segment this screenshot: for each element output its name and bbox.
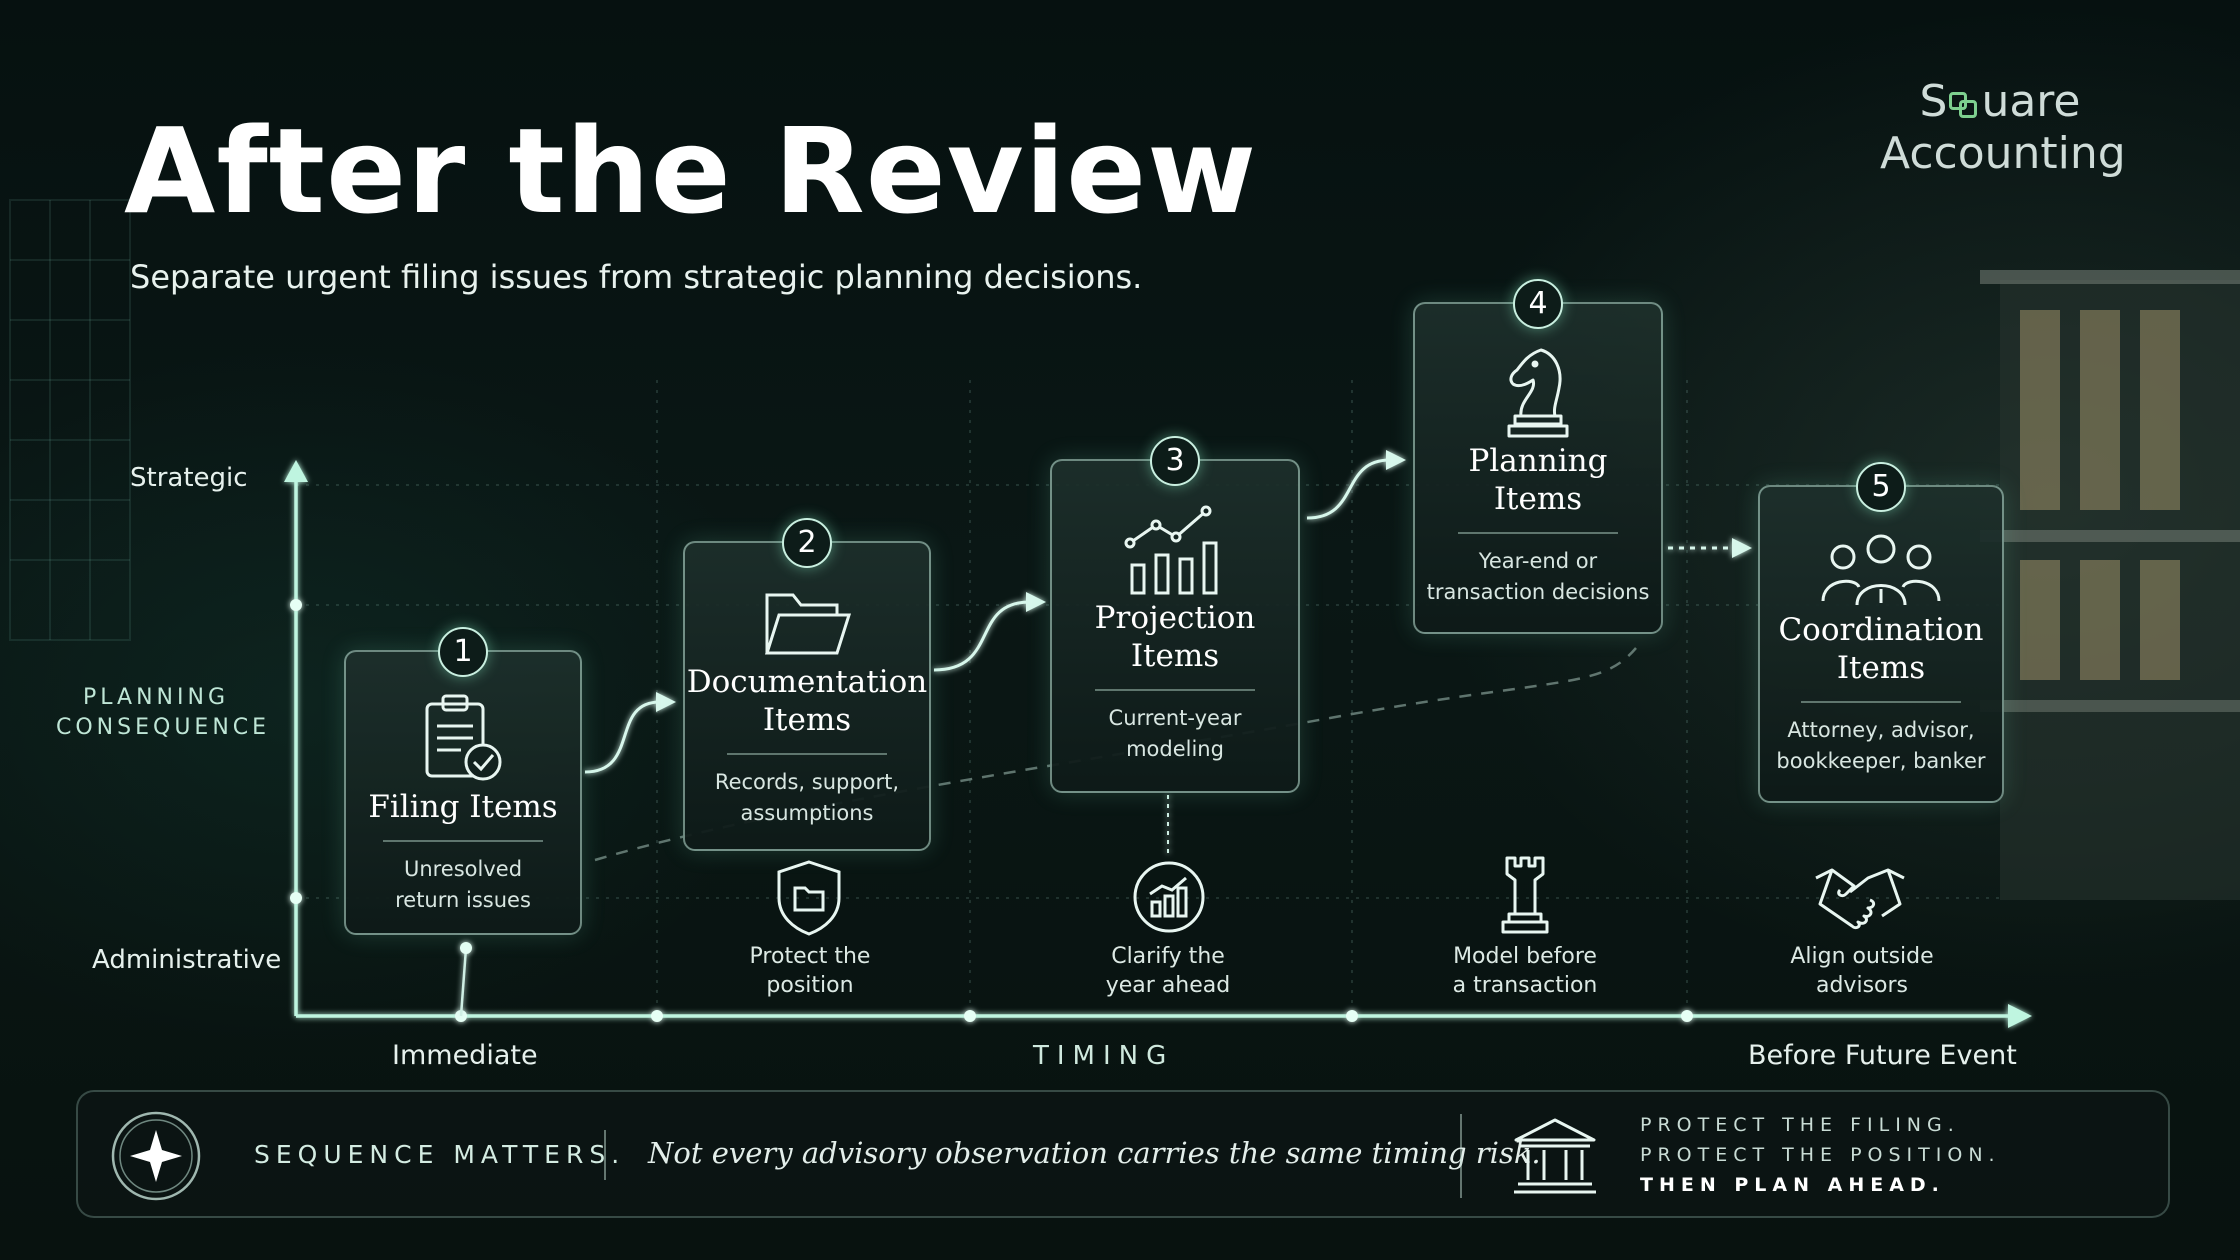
people-group-icon (1821, 534, 1941, 606)
step-number-badge: 5 (1856, 462, 1906, 512)
chart-circle-icon (1133, 861, 1205, 933)
step-description: transaction decisions (1426, 580, 1650, 604)
step-card-projection: 3 Projection Items Current-year modeling (1050, 436, 1300, 793)
benefit-label-line: year ahead (1105, 973, 1231, 998)
step-description: bookkeeper, banker (1776, 749, 1986, 773)
footer-divider (604, 1130, 606, 1180)
benefit-label-line: position (766, 973, 854, 998)
step-number-badge: 4 (1513, 279, 1563, 329)
step-title-line: Projection (1094, 600, 1256, 636)
chess-knight-icon (1507, 348, 1569, 438)
bank-building-icon (1514, 1118, 1596, 1194)
step-description: Year-end or (1478, 549, 1598, 573)
benefit-label-protect: Protect the position (710, 942, 910, 1000)
benefit-label-line: a transaction (1452, 973, 1598, 998)
step-number-badge: 3 (1150, 436, 1200, 486)
benefit-label-clarify: Clarify the year ahead (1068, 942, 1268, 1000)
page-subtitle: Separate urgent filing issues from strat… (130, 258, 1143, 296)
footer-quote: Not every advisory observation carries t… (648, 1136, 1541, 1170)
star-compass-icon (111, 1111, 201, 1201)
clipboard-check-icon (425, 694, 502, 781)
benefit-label-model: Model before a transaction (1425, 942, 1625, 1000)
y-axis-bottom-label: Administrative (92, 945, 282, 975)
step-connectors (584, 458, 1735, 774)
step-title-line: Items (1130, 638, 1220, 674)
chess-rook-icon (1501, 856, 1549, 934)
footer-divider (1460, 1114, 1462, 1198)
step-card-filing: 1 Filing Items Unresolved return issues (344, 627, 582, 935)
step-number-badge: 1 (438, 627, 488, 677)
step-title-line: Items (1836, 650, 1926, 686)
logo-word-accounting: Accounting (1880, 128, 2126, 179)
step-title-line: Items (762, 702, 852, 738)
footer-motto: PROTECT THE FILING. PROTECT THE POSITION… (1640, 1110, 2001, 1200)
x-axis-right-label: Before Future Event (1748, 1040, 2017, 1071)
folder-icon (764, 593, 852, 655)
step-description: return issues (395, 888, 531, 912)
step-description: Current-year (1108, 706, 1242, 730)
handshake-icon (1815, 868, 1905, 930)
benefit-label-line: advisors (1815, 973, 1908, 998)
motto-line: PROTECT THE FILING. (1640, 1114, 1960, 1136)
footer-bar: SEQUENCE MATTERS. Not every advisory obs… (76, 1090, 2170, 1218)
step-description: modeling (1126, 737, 1224, 761)
y-axis-title-line: CONSEQUENCE (56, 715, 271, 740)
step-title-line: Items (1493, 481, 1583, 517)
logo-squares-icon (1947, 90, 1981, 120)
y-axis-top-label: Strategic (130, 463, 248, 493)
logo-word-part: uare (1981, 76, 2081, 127)
motto-line: THEN PLAN AHEAD. (1640, 1174, 1945, 1196)
building-background (1980, 270, 2240, 900)
axes (284, 460, 2032, 1028)
page-title: After the Review (124, 102, 1258, 240)
step-title: Filing Items (368, 789, 558, 825)
benefit-label-line: Align outside (1790, 944, 1934, 969)
step-description: Records, support, (714, 770, 900, 794)
step-description: Unresolved (403, 857, 523, 881)
motto-line: PROTECT THE POSITION. (1640, 1144, 2001, 1166)
x-axis-title: TIMING (1033, 1041, 1175, 1071)
bar-chart-icon (1124, 505, 1218, 595)
benefit-label-line: Model before (1453, 944, 1597, 969)
sequence-matters-label: SEQUENCE MATTERS. (254, 1140, 626, 1169)
x-axis-left-label: Immediate (392, 1040, 538, 1071)
shield-folder-icon (777, 860, 841, 936)
step-title-line: Documentation (686, 664, 928, 700)
step-title-line: Coordination (1778, 612, 1984, 648)
step-title-line: Planning (1468, 443, 1608, 479)
step-number-badge: 2 (782, 518, 832, 568)
wireframe-building-background (9, 199, 131, 641)
step-description: assumptions (740, 801, 874, 825)
step-card-planning: 4 Planning Items Year-end or transaction… (1413, 279, 1663, 634)
logo-letter: S (1919, 76, 1948, 127)
benefit-label-align: Align outside advisors (1762, 942, 1962, 1000)
y-axis-title-line: PLANNING (83, 685, 229, 710)
benefit-label-line: Clarify the (1111, 944, 1225, 969)
step-card-documentation: 2 Documentation Items Records, support, … (683, 518, 931, 851)
y-axis-title: PLANNING CONSEQUENCE (56, 683, 271, 743)
benefit-label-line: Protect the (749, 944, 871, 969)
step-card-coordination: 5 Coordination Items Attorney, advisor, … (1758, 462, 2004, 803)
step-description: Attorney, advisor, (1787, 718, 1975, 742)
